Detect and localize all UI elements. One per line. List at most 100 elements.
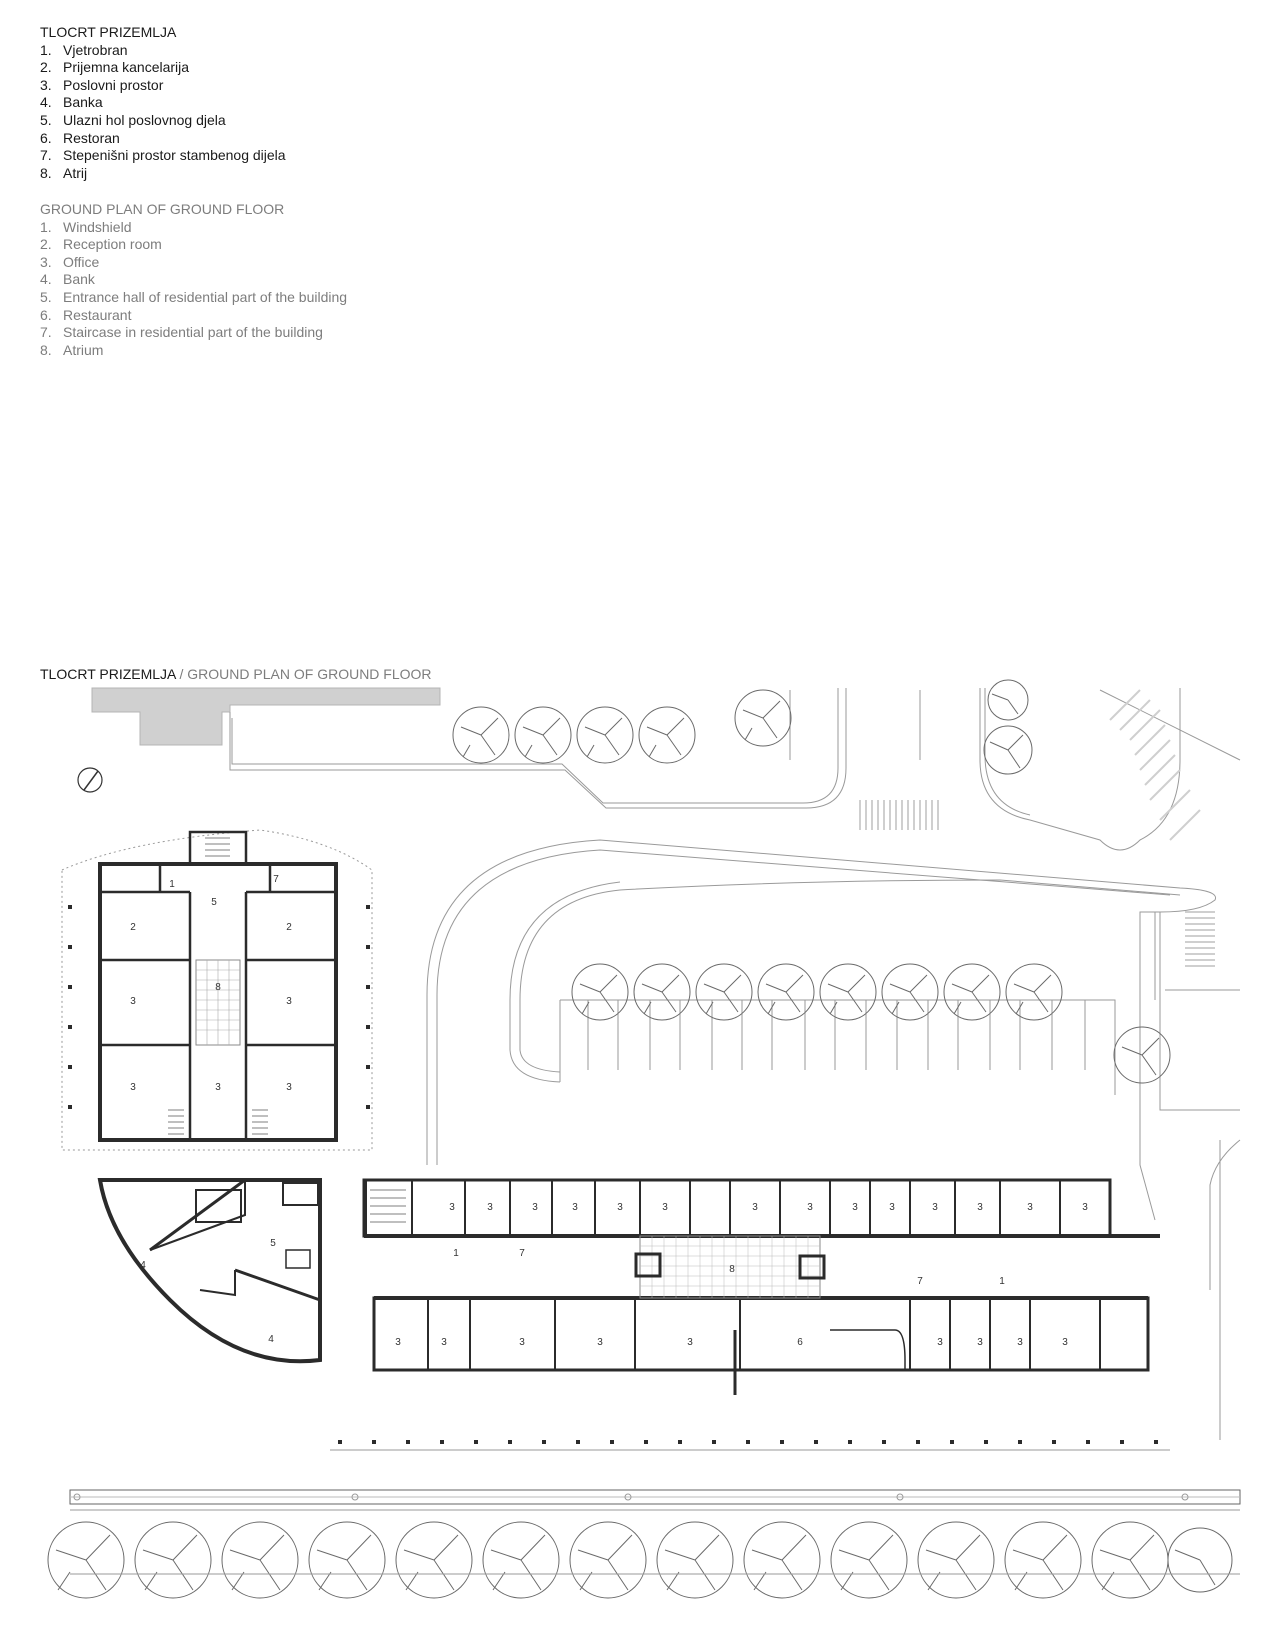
- tree-icon: [569, 1521, 647, 1599]
- room-label: 3: [617, 1202, 623, 1213]
- building-c: [338, 1178, 1160, 1444]
- tree-icon: [576, 706, 634, 764]
- room-label: 6: [797, 1337, 803, 1348]
- room-label: 5: [270, 1238, 276, 1249]
- tree-icon: [1091, 1521, 1169, 1599]
- tree-icon: [830, 1521, 908, 1599]
- tree-icon: [734, 689, 792, 747]
- parking-stalls: [587, 1000, 1086, 1070]
- legend-item: 2.Reception room: [40, 236, 162, 253]
- room-label: 3: [1027, 1202, 1033, 1213]
- room-label: 3: [932, 1202, 938, 1213]
- room-label: 3: [286, 996, 292, 1007]
- room-label: 7: [273, 874, 279, 885]
- building-a-labels: 1 5 7 2 2 8 3 3 3 3 3: [130, 874, 292, 1093]
- tree-icon: [881, 963, 939, 1021]
- tree-icon: [395, 1521, 473, 1599]
- room-label: 3: [1082, 1202, 1088, 1213]
- room-label: 3: [662, 1202, 668, 1213]
- room-label: 3: [286, 1082, 292, 1093]
- room-label: 1: [999, 1276, 1005, 1287]
- legend-item: 7.Staircase in residential part of the b…: [40, 324, 323, 341]
- room-label: 1: [169, 879, 175, 890]
- plan-caption: TLOCRT PRIZEMLJA / GROUND PLAN OF GROUND…: [40, 666, 432, 682]
- south-street: [69, 1489, 1241, 1575]
- room-label: 3: [597, 1337, 603, 1348]
- room-label: 3: [852, 1202, 858, 1213]
- legend-item: 3.Poslovni prostor: [40, 76, 164, 93]
- legend-croatian: TLOCRT PRIZEMLJA 1.Vjetrobran 2.Prijemna…: [40, 24, 286, 182]
- tree-icon: [819, 963, 877, 1021]
- room-label: 7: [917, 1276, 923, 1287]
- room-label: 3: [807, 1202, 813, 1213]
- tree-icon: [452, 706, 510, 764]
- room-label: 1: [453, 1248, 459, 1259]
- legend-item: 2.Prijemna kancelarija: [40, 59, 190, 76]
- legend-title: GROUND PLAN OF GROUND FLOOR: [40, 201, 285, 217]
- tree-icon: [743, 1521, 821, 1599]
- tree-icon: [1167, 1527, 1233, 1593]
- room-label: 5: [211, 897, 217, 908]
- trees: [47, 679, 1233, 1599]
- tree-icon: [1004, 1521, 1082, 1599]
- legend-item: 4.Bank: [40, 271, 95, 288]
- tree-icon: [633, 963, 691, 1021]
- room-label: 3: [519, 1337, 525, 1348]
- tree-icon: [757, 963, 815, 1021]
- tree-icon: [134, 1521, 212, 1599]
- tree-icon: [308, 1521, 386, 1599]
- room-label: 4: [140, 1260, 146, 1271]
- legend-item: 6.Restaurant: [40, 306, 132, 323]
- room-label: 8: [729, 1264, 735, 1275]
- legend-item: 8.Atrium: [40, 341, 104, 358]
- tree-icon: [221, 1521, 299, 1599]
- legend-item: 8.Atrij: [40, 164, 88, 181]
- tree-icon: [47, 1521, 125, 1599]
- room-label: 3: [130, 1082, 136, 1093]
- tree-icon: [638, 706, 696, 764]
- room-label: 3: [1017, 1337, 1023, 1348]
- room-label: 3: [395, 1337, 401, 1348]
- room-label: 3: [572, 1202, 578, 1213]
- room-label: 2: [130, 922, 136, 933]
- legend-item: 3.Office: [40, 253, 100, 270]
- room-label: 7: [519, 1248, 525, 1259]
- tree-icon: [943, 963, 1001, 1021]
- room-label: 3: [487, 1202, 493, 1213]
- room-label: 3: [441, 1337, 447, 1348]
- tree-icon: [987, 679, 1029, 721]
- room-label: 3: [687, 1337, 693, 1348]
- legend-english: GROUND PLAN OF GROUND FLOOR 1.Windshield…: [40, 201, 347, 359]
- neighbor-building: [91, 687, 441, 746]
- north-arrow-icon: [77, 767, 103, 793]
- room-label: 3: [449, 1202, 455, 1213]
- building-b-labels: 4 5 4: [140, 1238, 276, 1345]
- tree-icon: [656, 1521, 734, 1599]
- legend-item: 1.Vjetrobran: [40, 41, 128, 58]
- room-label: 3: [1062, 1337, 1068, 1348]
- building-b: [97, 1178, 322, 1364]
- room-label: 2: [286, 922, 292, 933]
- room-label: 3: [532, 1202, 538, 1213]
- room-label: 3: [130, 996, 136, 1007]
- tree-icon: [1113, 1026, 1171, 1084]
- room-label: 3: [215, 1082, 221, 1093]
- hatching: [859, 689, 1215, 967]
- tree-icon: [514, 706, 572, 764]
- room-label: 3: [977, 1202, 983, 1213]
- room-label: 8: [215, 982, 221, 993]
- legend-item: 1.Windshield: [40, 218, 132, 235]
- building-a: [68, 830, 370, 1142]
- room-label: 3: [889, 1202, 895, 1213]
- tree-icon: [482, 1521, 560, 1599]
- tree-icon: [1005, 963, 1063, 1021]
- legend-title: TLOCRT PRIZEMLJA: [40, 24, 177, 40]
- building-c-labels: 3 3 3 3 3 3 3 3 3 3 3 3 3 3 1 7 8 7 1 3 …: [395, 1202, 1088, 1348]
- legend-item: 7.Stepenišni prostor stambenog dijela: [40, 147, 286, 164]
- tree-icon: [917, 1521, 995, 1599]
- legend-item: 4.Banka: [40, 94, 103, 111]
- room-label: 3: [752, 1202, 758, 1213]
- tree-icon: [571, 963, 629, 1021]
- tree-icon: [695, 963, 753, 1021]
